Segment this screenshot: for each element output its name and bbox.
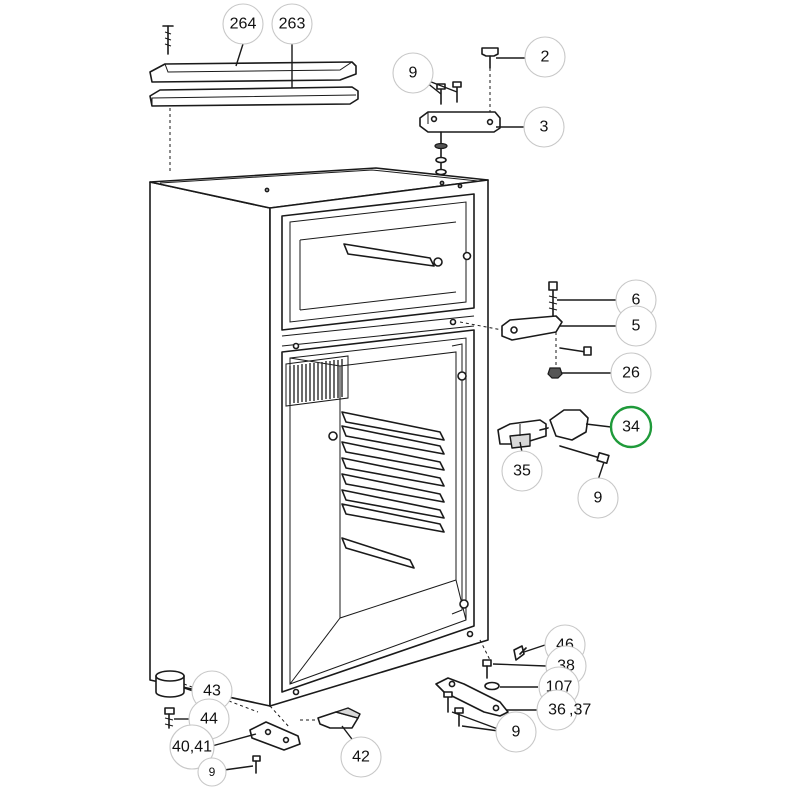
callout-extra-label-37: ,37 xyxy=(569,702,591,719)
callout-label: 42 xyxy=(352,749,370,766)
callout-label: 6 xyxy=(632,292,641,309)
callout-9-lower[interactable]: 9 xyxy=(495,711,537,753)
callout-label: 44 xyxy=(200,711,218,728)
callout-label: 34 xyxy=(622,419,640,436)
callout-9-mid[interactable]: 9 xyxy=(577,477,619,519)
callout-9-top[interactable]: 9 xyxy=(392,52,434,94)
callout-9-bottom[interactable]: 9 xyxy=(197,757,227,787)
hinge-pin-34 xyxy=(549,409,589,441)
cover-strip-264 xyxy=(149,61,357,83)
callout-label: 5 xyxy=(632,318,641,335)
freezer-shelf-rail xyxy=(343,243,435,267)
callout-label: 9 xyxy=(209,765,216,779)
callout-35[interactable]: 35 xyxy=(501,450,543,492)
foot-43 xyxy=(155,675,185,698)
bolt-2 xyxy=(481,47,499,69)
callout-label: 264 xyxy=(230,16,257,33)
callout-264[interactable]: 264 xyxy=(222,3,264,45)
cabinet-body xyxy=(149,167,489,707)
callout-42[interactable]: 42 xyxy=(340,736,382,778)
callout-label: 3 xyxy=(540,119,549,136)
callout-label: 9 xyxy=(512,724,521,741)
bottom-hinge-40-41 xyxy=(249,721,301,751)
top-hinge-assembly xyxy=(419,47,501,179)
bottom-hinge-plate-36 xyxy=(435,677,509,717)
callout-label: 36 xyxy=(548,702,566,719)
callout-label: 9 xyxy=(594,490,603,507)
callout-3[interactable]: 3 xyxy=(523,106,565,148)
cabinet-left-side xyxy=(149,181,271,707)
freezer-opening xyxy=(281,193,475,331)
callout-label: 2 xyxy=(541,49,550,66)
top-hinge-bracket-3 xyxy=(419,111,501,133)
middle-hinge-plate-5 xyxy=(501,315,563,341)
callout-label: 35 xyxy=(513,463,531,480)
screw-top-left xyxy=(162,25,174,55)
cooling-fins xyxy=(285,355,349,407)
fridge-shelf-rails xyxy=(341,411,445,569)
callout-36-37[interactable]: 36 ,37 xyxy=(536,689,591,731)
callout-263[interactable]: 263 xyxy=(271,3,313,45)
callout-label: 40,41 xyxy=(172,739,212,756)
callout-label: 9 xyxy=(409,65,418,82)
callout-label: 263 xyxy=(279,16,306,33)
bottom-right-hinge-assembly xyxy=(435,639,527,727)
callout-2[interactable]: 2 xyxy=(524,36,566,78)
lower-mid-hinge-assembly xyxy=(497,409,610,465)
top-cover-strips xyxy=(149,25,359,172)
callout-34[interactable]: 34 xyxy=(609,405,653,449)
middle-hinge-assembly xyxy=(459,281,592,379)
callout-label: 26 xyxy=(622,365,640,382)
callout-label: 43 xyxy=(203,683,221,700)
callout-26[interactable]: 26 xyxy=(610,352,652,394)
callout-5[interactable]: 5 xyxy=(615,305,657,347)
nut-26 xyxy=(547,367,563,379)
callout-40-41[interactable]: 40,41 xyxy=(169,724,215,770)
